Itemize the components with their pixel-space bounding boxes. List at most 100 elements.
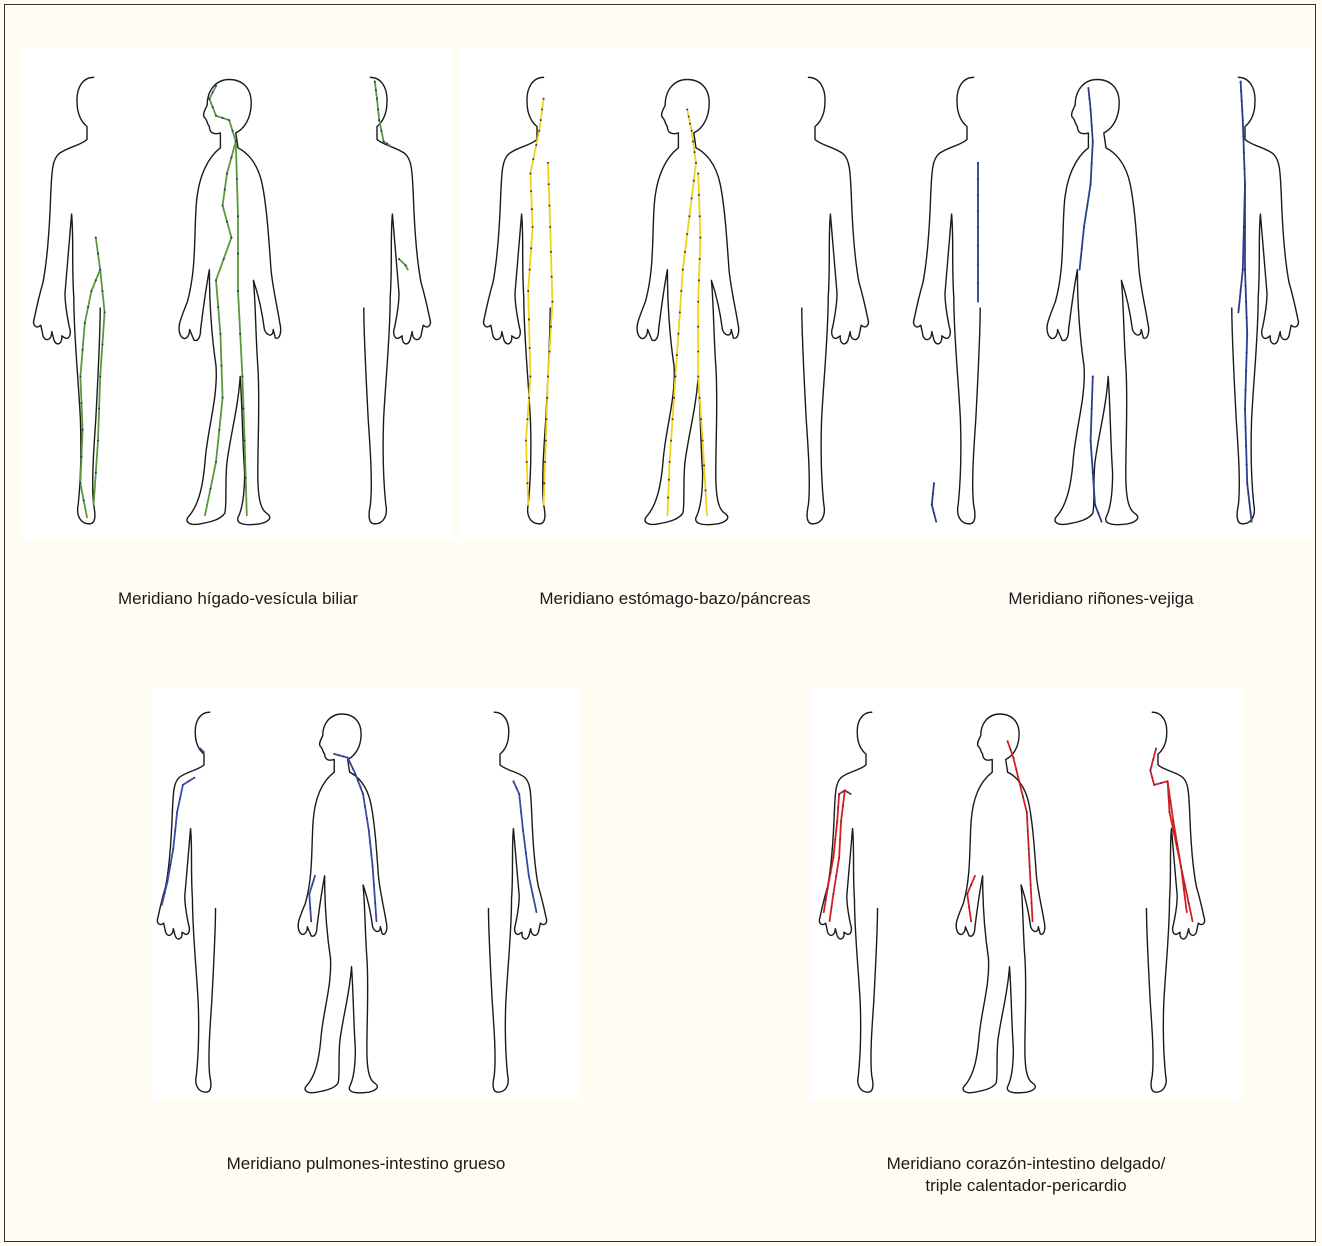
acupoint-dot — [245, 477, 247, 479]
acupoint-dot — [164, 892, 166, 894]
acupoint-dot — [357, 780, 359, 782]
acupoint-dot — [1010, 749, 1012, 751]
acupoint-dot — [228, 119, 230, 121]
acupoint-dot — [1031, 902, 1033, 904]
acupoint-dot — [215, 279, 217, 281]
acupoint-dot — [1240, 90, 1242, 92]
acupoint-dot — [1153, 784, 1155, 786]
acupoint-dot — [522, 830, 524, 832]
acupoint-dot — [1245, 389, 1247, 391]
acupoint-dot — [532, 158, 534, 160]
acupoint-dot — [688, 215, 690, 217]
acupoint-dot — [1243, 167, 1245, 169]
acupoint-dot — [697, 173, 699, 175]
acupoint-dot — [221, 365, 223, 367]
acupoint-dot — [835, 875, 837, 877]
acupoint-dot — [691, 130, 693, 132]
body-outline-back — [1232, 77, 1299, 524]
acupoint-dot — [682, 269, 684, 271]
meridian-figure-lung-large-intestine — [152, 688, 580, 1100]
acupoint-dot — [532, 226, 534, 228]
acupoint-dot — [518, 793, 520, 795]
acupoint-dot — [529, 375, 531, 377]
acupoint-dot — [374, 902, 376, 904]
acupoint-dot — [700, 418, 702, 420]
acupoint-dot — [1240, 290, 1242, 292]
meridian-line-2 — [544, 163, 553, 505]
acupoint-dot — [528, 875, 530, 877]
acupoint-dot — [82, 429, 84, 431]
acupoint-dot — [1097, 512, 1099, 514]
acupoint-dot — [1091, 162, 1093, 164]
acupoint-dot — [1092, 140, 1094, 142]
acupoint-dot — [528, 319, 530, 321]
acupoint-dot — [691, 197, 693, 199]
acupoint-dot — [352, 768, 354, 770]
acupoint-dot — [170, 864, 172, 866]
acupoint-dot — [698, 279, 700, 281]
acupoint-dot — [342, 756, 344, 758]
acupoint-dot — [529, 173, 531, 175]
meridian-figure-liver-gallbladder — [22, 48, 454, 540]
body-figure-back — [802, 77, 869, 524]
acupoint-dot — [546, 397, 548, 399]
acupoint-dot — [1246, 482, 1248, 484]
acupoint-dot — [515, 787, 517, 789]
acupoint-dot — [970, 884, 972, 886]
acupoint-dot — [832, 857, 834, 859]
acupoint-dot — [679, 311, 681, 313]
body-outline-back — [488, 712, 546, 1092]
acupoint-dot — [386, 143, 388, 145]
acupoint-dot — [838, 857, 840, 859]
acupoint-dot — [1244, 183, 1246, 185]
acupoint-dot — [174, 830, 176, 832]
acupoint-dot — [837, 807, 839, 809]
acupoint-dot — [98, 408, 100, 410]
acupoint-dot — [676, 354, 678, 356]
acupoint-dot — [686, 233, 688, 235]
acupoint-dot — [217, 306, 219, 308]
acupoint-dot — [694, 151, 696, 153]
acupoint-dot — [850, 793, 852, 795]
panel-liver-gallbladder — [22, 48, 454, 540]
acupoint-dot — [310, 920, 312, 922]
acupoint-dot — [243, 408, 245, 410]
acupoint-dot — [841, 791, 843, 793]
acupoint-dot — [101, 290, 103, 292]
acupoint-dot — [333, 753, 335, 755]
acupoint-dot — [1091, 408, 1093, 410]
acupoint-dot — [977, 178, 979, 180]
acupoint-dot — [977, 226, 979, 228]
acupoint-dot — [695, 162, 697, 164]
acupoint-dot — [1087, 87, 1089, 89]
acupoint-dot — [230, 157, 232, 159]
acupoint-dot — [1240, 81, 1242, 83]
acupoint-dot — [1027, 830, 1029, 832]
acupoint-dot — [838, 793, 840, 795]
acupoint-dot — [308, 893, 310, 895]
acupoint-dot — [239, 333, 241, 335]
acupoint-dot — [81, 402, 83, 404]
acupoint-dot — [1152, 759, 1154, 761]
body-figure-back — [1146, 712, 1204, 1092]
acupoint-dot — [668, 479, 670, 481]
acupoint-dot — [693, 180, 695, 182]
acupoint-dot — [543, 98, 545, 100]
acupoint-dot — [1241, 110, 1243, 112]
acupoint-dot — [673, 397, 675, 399]
acupoint-dot — [1176, 843, 1178, 845]
acupoint-dot — [104, 311, 106, 313]
acupoint-dot — [1092, 375, 1094, 377]
acupoint-dot — [686, 108, 688, 110]
acupoint-dot — [1245, 285, 1247, 287]
acupoint-dot — [520, 811, 522, 813]
acupoint-dot — [223, 258, 225, 260]
acupoint-dot — [380, 130, 382, 132]
acupoint-dot — [513, 780, 515, 782]
acupoint-dot — [1242, 135, 1244, 137]
acupoint-dot — [525, 440, 527, 442]
acupoint-dot — [847, 791, 849, 793]
meridian-line-2 — [932, 483, 936, 521]
acupoint-dot — [538, 130, 540, 132]
acupoint-dot — [95, 237, 97, 239]
